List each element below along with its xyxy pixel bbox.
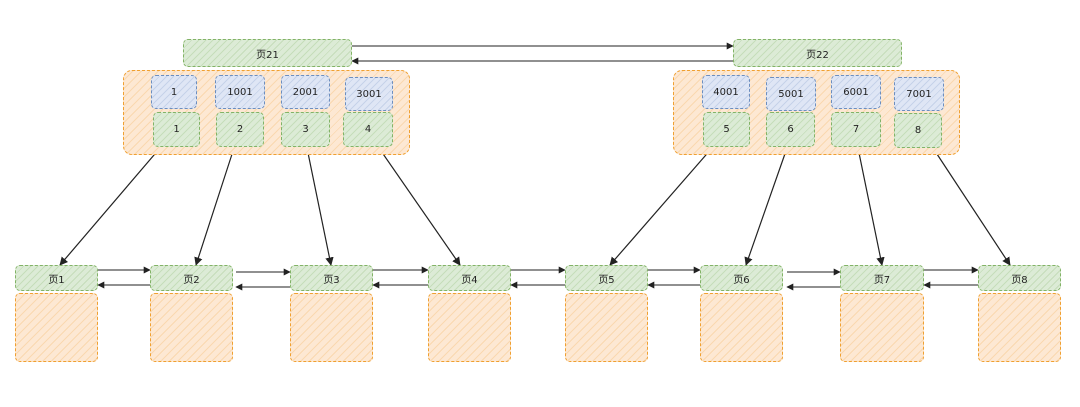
leaf-page-body (150, 293, 233, 362)
leaf-page-header: 页4 (428, 265, 511, 291)
pointer-label: 2 (236, 124, 244, 135)
pointer-4-to-page4 (378, 147, 461, 266)
leaf-page-title: 页7 (873, 274, 891, 286)
pointer-6-to-page6 (744, 147, 788, 266)
page-title: 页21 (256, 49, 279, 61)
leaf-page-header: 页3 (290, 265, 373, 291)
pointer-5-to-page5 (609, 147, 713, 266)
page-header-page22: 页22 (733, 39, 902, 67)
leaf-page-title: 页3 (323, 274, 340, 286)
leaf-page-body (15, 293, 98, 362)
key-cell: 5001 (766, 77, 816, 111)
leaf-page-body (290, 293, 373, 362)
leaf-page-body (978, 293, 1061, 362)
leaf-page-title: 页1 (48, 274, 65, 286)
leaf-page-body (840, 293, 924, 362)
key-cell: 3001 (345, 77, 393, 111)
leaf-page-header: 页8 (978, 265, 1061, 291)
pointer-label: 8 (914, 125, 922, 136)
leaf-page-header: 页5 (565, 265, 648, 291)
leaf-page-body (428, 293, 511, 362)
leaf-page-header: 页7 (840, 265, 924, 291)
key-value: 1001 (227, 86, 253, 98)
pointer-label: 1 (173, 124, 180, 135)
pointer-8-to-page8 (932, 147, 1011, 266)
pointer-2-to-page2 (194, 147, 235, 266)
leaf-page-body (565, 293, 648, 362)
key-cell: 1 (151, 75, 197, 109)
pointer-label: 6 (787, 124, 794, 135)
pointer-cell: 1 (153, 112, 200, 147)
leaf-page-body (700, 293, 783, 362)
pointer-3-to-page3 (306, 147, 334, 266)
leaf-page-header: 页2 (150, 265, 233, 291)
pointer-cell: 3 (281, 112, 330, 147)
pointer-label: 4 (364, 124, 372, 135)
pointer-cell: 6 (766, 112, 815, 147)
leaf-page-title: 页5 (598, 274, 615, 286)
pointer-cell: 4 (343, 112, 393, 147)
pointer-cell: 8 (894, 113, 942, 148)
pointer-1-to-page1 (59, 147, 161, 266)
key-cell: 1001 (215, 75, 265, 109)
key-cell: 2001 (281, 75, 330, 109)
key-value: 3001 (356, 88, 382, 100)
leaf-page-title: 页2 (183, 274, 200, 286)
leaf-page-header: 页6 (700, 265, 783, 291)
pointer-7-to-page7 (857, 147, 885, 266)
key-value: 5001 (778, 88, 804, 100)
page-title: 页22 (806, 49, 829, 61)
key-cell: 4001 (702, 75, 750, 109)
leaf-page-header: 页1 (15, 265, 98, 291)
pointer-cell: 7 (831, 112, 881, 147)
pointer-label: 5 (723, 124, 730, 135)
pointer-cell: 5 (703, 112, 750, 147)
key-value: 1 (170, 86, 178, 98)
key-value: 2001 (292, 86, 319, 98)
leaf-page-title: 页8 (1011, 274, 1028, 286)
key-cell: 7001 (894, 77, 944, 111)
leaf-page-title: 页6 (733, 274, 750, 286)
pointer-label: 3 (302, 124, 309, 135)
page-header-page21: 页21 (183, 39, 352, 67)
key-value: 4001 (713, 86, 739, 98)
pointer-label: 7 (852, 124, 860, 135)
key-value: 7001 (906, 88, 932, 100)
key-value: 6001 (843, 86, 869, 98)
pointer-cell: 2 (216, 112, 264, 147)
leaf-page-title: 页4 (461, 274, 478, 286)
key-cell: 6001 (831, 75, 881, 109)
